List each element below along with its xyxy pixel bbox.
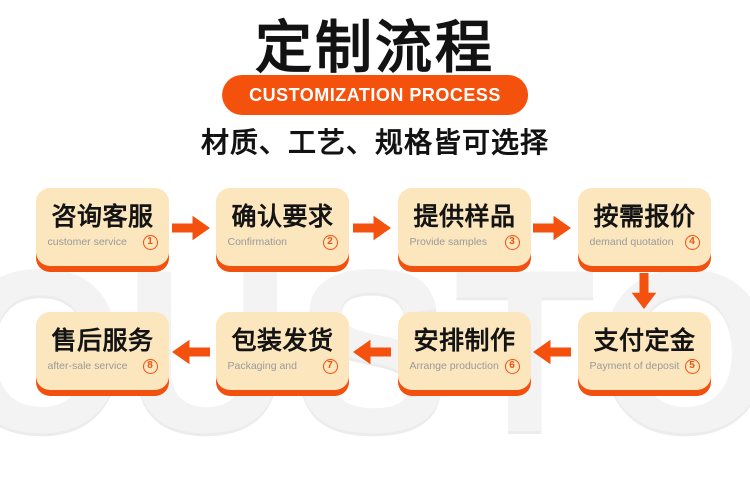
step-card-2: 确认要求 Confirmation 2 (216, 188, 349, 266)
step-title-en: Arrange production (409, 359, 499, 372)
step-card-8: 售后服务 after-sale service 8 (36, 312, 169, 390)
step-number-badge: 5 (684, 358, 700, 374)
step-title-cn: 提供样品 (413, 202, 516, 231)
step-title-en: Provide samples (409, 235, 488, 248)
step-title-en: Packaging and (227, 359, 297, 372)
step-title-en: Payment of deposit (589, 359, 680, 372)
step-card-5: 支付定金 Payment of deposit 5 (578, 312, 711, 390)
step-subtitle-row: Payment of deposit 5 (589, 358, 700, 374)
step-subtitle-row: after-sale service 8 (47, 358, 158, 374)
step-number-badge: 6 (504, 358, 520, 374)
step-number-badge: 7 (322, 358, 338, 374)
step-subtitle-row: Provide samples 3 (409, 234, 520, 250)
step-card-6: 安排制作 Arrange production 6 (398, 312, 531, 390)
step-title-cn: 支付定金 (593, 326, 696, 355)
step-subtitle-row: Packaging and 7 (227, 358, 338, 374)
step-number-badge: 4 (684, 234, 700, 250)
process-badge: CUSTOMIZATION PROCESS (222, 75, 528, 115)
step-card-3: 提供样品 Provide samples 3 (398, 188, 531, 266)
step-title-en: demand quotation (589, 235, 674, 248)
step-subtitle-row: demand quotation 4 (589, 234, 700, 250)
step-title-cn: 咨询客服 (51, 202, 154, 231)
step-number-badge: 1 (142, 234, 158, 250)
step-title-en: after-sale service (47, 359, 128, 372)
step-title-cn: 确认要求 (231, 202, 334, 231)
step-title-en: customer service (47, 235, 127, 248)
step-title-cn: 包装发货 (231, 326, 334, 355)
step-number-badge: 2 (322, 234, 338, 250)
step-title-cn: 安排制作 (413, 326, 516, 355)
step-card-1: 咨询客服 customer service 1 (36, 188, 169, 266)
step-subtitle-row: Confirmation 2 (227, 234, 338, 250)
step-subtitle-row: Arrange production 6 (409, 358, 520, 374)
step-card-4: 按需报价 demand quotation 4 (578, 188, 711, 266)
step-title-cn: 按需报价 (593, 202, 696, 231)
page-subtitle: 材质、工艺、规格皆可选择 (200, 127, 549, 158)
step-number-badge: 8 (142, 358, 158, 374)
step-title-en: Confirmation (227, 235, 288, 248)
step-card-7: 包装发货 Packaging and 7 (216, 312, 349, 390)
page-title: 定制流程 (255, 16, 495, 80)
step-subtitle-row: customer service 1 (47, 234, 158, 250)
step-title-cn: 售后服务 (51, 326, 154, 355)
step-number-badge: 3 (504, 234, 520, 250)
